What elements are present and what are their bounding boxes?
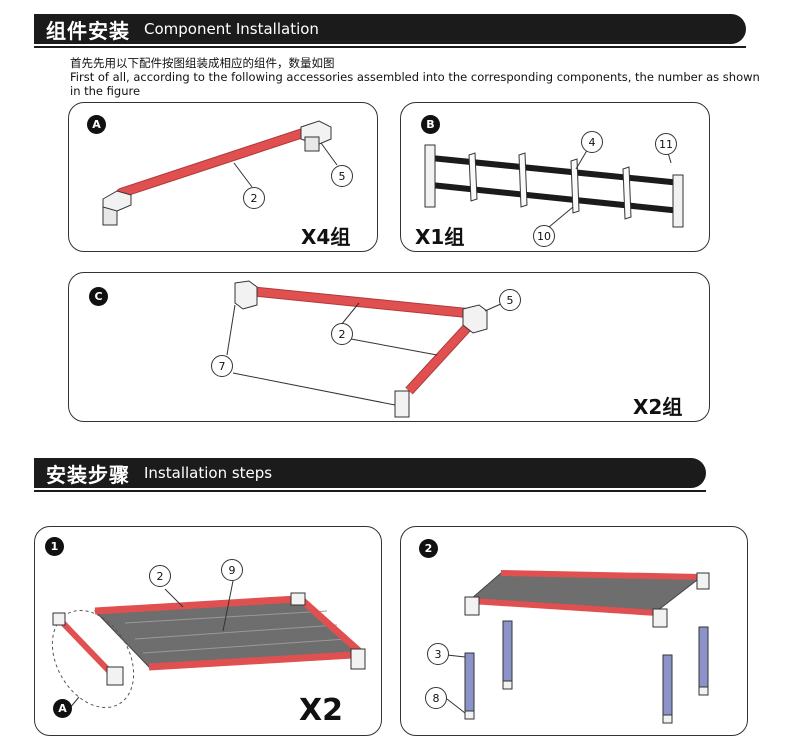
red-tube-back	[94, 595, 298, 615]
panel-c-illustration	[226, 280, 504, 418]
panel-a-illustration	[102, 120, 338, 226]
callout-9: 9	[221, 559, 243, 581]
section-title-zh: 组件安装	[46, 18, 130, 43]
leader-2	[164, 588, 184, 608]
connector	[106, 666, 124, 686]
connector	[696, 572, 710, 590]
connector-bottom	[394, 390, 410, 418]
connector-foot-right	[304, 136, 320, 152]
red-tube-a	[58, 618, 114, 676]
fabric-seam	[134, 624, 338, 640]
leader-7b	[232, 372, 396, 406]
black-bar-bottom	[430, 182, 682, 214]
leg-foot	[662, 714, 673, 724]
connector-joint-left	[102, 190, 132, 212]
red-tube-side	[300, 598, 362, 654]
leader-5	[320, 142, 338, 166]
callout-2: 2	[243, 187, 265, 209]
leader-7a	[226, 304, 236, 356]
callout-11: 11	[655, 133, 677, 155]
clip-1	[468, 152, 478, 202]
step-2-illustration	[446, 570, 710, 724]
callout-3: 3	[427, 643, 449, 665]
section-rule	[34, 46, 746, 48]
installation-steps-header: 安装步骤 Installation steps	[34, 458, 706, 488]
connector	[290, 592, 306, 606]
panel-a-quantity: X4组	[301, 225, 351, 249]
red-tube-front	[470, 598, 658, 616]
step-1-badge: 1	[45, 537, 64, 556]
step-1-sub-badge: A	[53, 699, 72, 718]
connector	[652, 608, 668, 628]
clip-4	[622, 166, 632, 220]
red-tube-top-fill	[248, 287, 468, 317]
leg-foot	[464, 710, 475, 720]
blue-leg	[502, 620, 513, 682]
red-tube-back	[500, 570, 702, 580]
step-1-panel: 1 2 9 A X2	[34, 526, 382, 736]
black-bar-top	[430, 155, 682, 186]
panel-a-badge: A	[87, 115, 106, 134]
panel-c: C 5 2 7 X2组	[68, 272, 710, 422]
connector	[350, 648, 366, 670]
callout-2: 2	[331, 323, 353, 345]
step-1-quantity: X2	[299, 693, 344, 728]
step-1-illustration	[51, 580, 366, 710]
callout-8: 8	[425, 687, 447, 709]
panel-c-quantity: X2组	[633, 395, 683, 419]
callout-4: 4	[581, 131, 603, 153]
end-post-left	[424, 144, 436, 208]
panel-b-illustration	[424, 144, 684, 228]
end-post-right	[672, 174, 684, 228]
connector-corner	[462, 304, 488, 334]
section-title-en: Component Installation	[144, 20, 319, 38]
leader-3	[446, 654, 466, 658]
step-2-panel: 2 3 8	[400, 526, 748, 736]
leg-foot	[698, 686, 709, 696]
leader-2b	[350, 338, 438, 356]
panel-b-quantity: X1组	[415, 225, 465, 249]
connector-top-left	[234, 280, 258, 310]
connector	[52, 612, 66, 626]
clip-3	[570, 158, 580, 214]
callout-2: 2	[149, 565, 171, 587]
section-title-en: Installation steps	[144, 464, 273, 482]
component-installation-header: 组件安装 Component Installation	[34, 14, 746, 44]
section-rule	[34, 490, 706, 492]
connector	[464, 596, 480, 616]
leader-8	[446, 698, 466, 714]
callout-7: 7	[211, 355, 233, 377]
blue-leg	[698, 626, 709, 688]
panel-c-badge: C	[89, 287, 108, 306]
leader-9	[222, 580, 234, 632]
intro-en: First of all, according to the following…	[70, 70, 760, 98]
leg-foot	[502, 680, 513, 690]
clip-2	[518, 152, 528, 208]
fabric-seam	[142, 638, 348, 654]
panel-a: A 2 5 X4组	[68, 102, 378, 252]
callout-5: 5	[331, 165, 353, 187]
intro-zh: 首先先用以下配件按图组装成相应的组件，数量如图	[70, 56, 335, 70]
section-title-zh: 安装步骤	[46, 462, 130, 487]
step-2-badge: 2	[419, 539, 438, 558]
panel-b-badge: B	[421, 115, 440, 134]
blue-leg	[464, 652, 475, 712]
leader-2a	[340, 302, 360, 326]
blue-leg	[662, 654, 673, 716]
red-tube-front	[148, 651, 354, 671]
leader-10	[548, 206, 574, 228]
red-tube-diagonal-fill	[406, 316, 478, 394]
callout-5: 5	[499, 289, 521, 311]
leader-2	[233, 162, 253, 188]
callout-10: 10	[533, 225, 555, 247]
red-tube-texture	[117, 127, 313, 197]
group-a-outline	[51, 610, 135, 708]
panel-b: B 4 11 10 X1组	[400, 102, 710, 252]
intro-text: 首先先用以下配件按图组装成相应的组件，数量如图 First of all, ac…	[70, 56, 760, 98]
